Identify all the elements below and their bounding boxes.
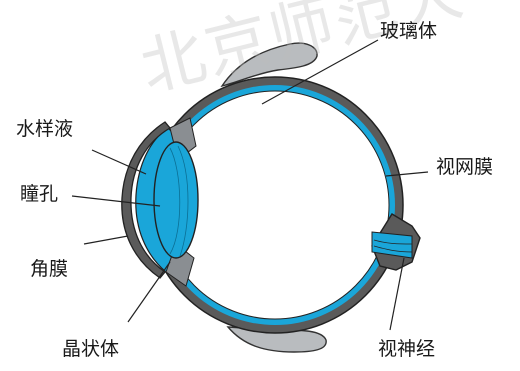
label-optic-nerve: 视神经 [378,340,435,359]
label-cornea: 角膜 [30,260,68,279]
leader-cornea [84,236,128,244]
lens-shape [154,142,198,258]
label-lens: 晶状体 [62,340,119,359]
label-retina: 视网膜 [436,158,493,177]
leader-lens [128,262,170,322]
label-pupil: 瞳孔 [20,185,58,204]
label-aqueous: 水样液 [16,120,73,139]
label-vitreous: 玻璃体 [380,22,437,41]
